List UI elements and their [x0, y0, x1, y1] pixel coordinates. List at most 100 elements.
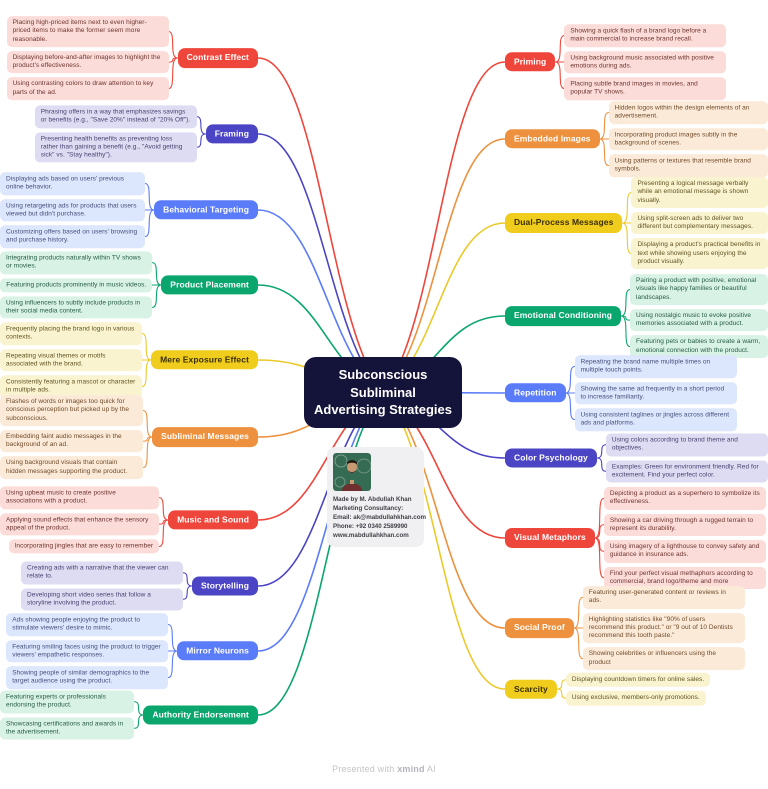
subtopic-product-placement-1[interactable]: Integrating products naturally within TV…	[0, 251, 153, 274]
connector	[182, 585, 193, 600]
subtopic-repetition-1[interactable]: Repeating the brand name multiple times …	[574, 355, 737, 378]
author-card-line: Made by M. Abdullah Khan	[333, 496, 412, 503]
subtopic-visual-metaphors-4[interactable]: Find your perfect visual methaphors acco…	[603, 566, 766, 589]
topic-priming[interactable]: Priming	[505, 52, 556, 72]
subtopic-color-psychology-1[interactable]: Using colors according to brand theme an…	[605, 433, 768, 456]
subtopic-mirror-neurons-3[interactable]: Showing people of similar demographics t…	[6, 666, 169, 689]
subtopic-music-and-sound-2[interactable]: Applying sound effects that enhance the …	[0, 512, 160, 536]
subtopic-emotional-conditioning-2[interactable]: Using nostalgic music to evoke positive …	[630, 308, 768, 332]
subtopic-music-and-sound-1[interactable]: Using upbeat music to create positive as…	[0, 486, 160, 509]
author-photo	[333, 453, 371, 491]
topic-mere-exposure-effect[interactable]: Mere Exposure Effect	[151, 350, 258, 370]
topic-dual-process-messages[interactable]: Dual-Process Messages	[505, 213, 623, 233]
topic-authority-endorsement[interactable]: Authority Endorsement	[143, 705, 258, 725]
topic-color-psychology[interactable]: Color Psychology	[505, 448, 597, 468]
leafstack-mere-exposure-effect: Frequently placing the brand logo in var…	[0, 322, 143, 398]
subtopic-dual-process-messages-1[interactable]: Presenting a logical message verbally wh…	[631, 177, 768, 208]
connector	[565, 365, 576, 394]
subtopic-authority-endorsement-1[interactable]: Featuring experts or professionals endor…	[0, 690, 135, 713]
subtopic-product-placement-3[interactable]: Using influencers to subtly include prod…	[0, 296, 153, 319]
subtopic-emotional-conditioning-1[interactable]: Pairing a product with positive, emotion…	[630, 274, 768, 305]
subtopic-subliminal-messages-1[interactable]: Flashes of words or images too quick for…	[0, 395, 144, 426]
topic-product-placement[interactable]: Product Placement	[161, 275, 258, 295]
branch-framing: Phrasing offers in a way that emphasizes…	[34, 105, 258, 163]
branch-music-and-sound: Using upbeat music to create positive as…	[0, 486, 258, 554]
topic-subliminal-messages[interactable]: Subliminal Messages	[152, 427, 258, 447]
subtopic-embedded-images-1[interactable]: Hidden logos within the design elements …	[608, 101, 768, 124]
subtopic-music-and-sound-3[interactable]: Incorporating jingles that are easy to r…	[8, 539, 160, 554]
subtopic-priming-2[interactable]: Using background music associated with p…	[564, 50, 727, 74]
subtopic-mere-exposure-effect-2[interactable]: Repeating visual themes or motifs associ…	[0, 348, 143, 372]
leafstack-priming: Showing a quick flash of a brand logo be…	[564, 24, 727, 100]
topic-repetition[interactable]: Repetition	[505, 383, 566, 403]
subtopic-contrast-effect-1[interactable]: Placing high-priced items next to even h…	[6, 16, 169, 47]
central-topic[interactable]: Subconscious Subliminal Advertising Stra…	[304, 357, 462, 428]
connector	[382, 61, 506, 394]
subtopic-behavioral-targeting-3[interactable]: Customizing offers based on users' brows…	[0, 225, 146, 248]
subtopic-dual-process-messages-2[interactable]: Using split-screen ads to deliver two di…	[631, 211, 768, 235]
subtopic-subliminal-messages-3[interactable]: Using background visuals that contain hi…	[0, 456, 144, 479]
branch-social-proof: Social Proof Featuring user-generated con…	[505, 586, 745, 670]
subtopic-storytelling-2[interactable]: Developing short video series that follo…	[21, 588, 184, 611]
subtopic-authority-endorsement-2[interactable]: Showcasing certifications and awards in …	[0, 717, 135, 740]
connector	[151, 284, 162, 308]
subtopic-color-psychology-2[interactable]: Examples: Green for environment friendly…	[605, 460, 768, 483]
subtopic-dual-process-messages-3[interactable]: Displaying a product's practical benefit…	[631, 238, 768, 269]
connector	[144, 182, 155, 211]
topic-behavioral-targeting[interactable]: Behavioral Targeting	[154, 200, 258, 220]
subtopic-visual-metaphors-3[interactable]: Using imagery of a lighthouse to convey …	[603, 540, 766, 563]
topic-music-and-sound[interactable]: Music and Sound	[168, 510, 258, 530]
leafstack-social-proof: Featuring user-generated content or revi…	[582, 586, 745, 670]
topic-contrast-effect[interactable]: Contrast Effect	[177, 48, 258, 68]
subtopic-emotional-conditioning-3[interactable]: Featuring pets or babies to create a war…	[630, 335, 768, 358]
subtopic-product-placement-2[interactable]: Featuring products prominently in music …	[0, 277, 153, 293]
subtopic-behavioral-targeting-2[interactable]: Using retargeting ads for products that …	[0, 198, 146, 222]
subtopic-mirror-neurons-1[interactable]: Ads showing people enjoying the product …	[6, 613, 169, 636]
connector	[621, 222, 632, 255]
topic-emotional-conditioning[interactable]: Emotional Conditioning	[505, 306, 622, 326]
subtopic-embedded-images-3[interactable]: Using patterns or textures that resemble…	[608, 154, 768, 177]
subtopic-visual-metaphors-2[interactable]: Showing a car driving through a rugged t…	[603, 513, 766, 536]
subtopic-scarcity-1[interactable]: Displaying countdown timers for online s…	[565, 672, 711, 687]
subtopic-framing-2[interactable]: Presenting health benefits as preventing…	[34, 131, 197, 163]
leafstack-music-and-sound: Using upbeat music to create positive as…	[0, 486, 160, 554]
subtopic-repetition-3[interactable]: Using consistent taglines or jingles acr…	[574, 408, 737, 431]
subtopic-social-proof-2[interactable]: Highlighting statistics like "90% of use…	[582, 612, 745, 644]
topic-social-proof[interactable]: Social Proof	[505, 618, 574, 638]
connector	[556, 688, 567, 699]
subtopic-behavioral-targeting-1[interactable]: Displaying ads based on users' previous …	[0, 172, 146, 195]
branch-priming: Priming Showing a quick flash of a brand …	[505, 24, 727, 100]
subtopic-contrast-effect-3[interactable]: Using contrasting colors to draw attenti…	[6, 77, 169, 100]
leafstack-embedded-images: Hidden logos within the design elements …	[608, 101, 768, 177]
branch-mirror-neurons: Ads showing people enjoying the product …	[6, 613, 258, 689]
subtopic-priming-1[interactable]: Showing a quick flash of a brand logo be…	[564, 24, 727, 47]
subtopic-subliminal-messages-2[interactable]: Embedding faint audio messages in the ba…	[0, 429, 144, 453]
topic-storytelling[interactable]: Storytelling	[192, 576, 258, 596]
subtopic-framing-1[interactable]: Phrasing offers in a way that emphasizes…	[34, 105, 197, 128]
topic-mirror-neurons[interactable]: Mirror Neurons	[177, 641, 258, 661]
subtopic-social-proof-1[interactable]: Featuring user-generated content or revi…	[582, 586, 745, 609]
subtopic-mere-exposure-effect-1[interactable]: Frequently placing the brand logo in var…	[0, 322, 143, 345]
subtopic-mere-exposure-effect-3[interactable]: Consistently featuring a mascot or chara…	[0, 375, 143, 398]
subtopic-storytelling-1[interactable]: Creating ads with a narrative that the v…	[21, 561, 184, 584]
topic-scarcity[interactable]: Scarcity	[505, 679, 557, 699]
subtopic-visual-metaphors-1[interactable]: Depicting a product as a superhero to sy…	[603, 487, 766, 510]
subtopic-mirror-neurons-2[interactable]: Featuring smiling faces using the produc…	[6, 639, 169, 663]
subtopic-repetition-2[interactable]: Showing the same ad frequently in a shor…	[574, 381, 737, 405]
connector	[594, 497, 605, 539]
connector	[594, 524, 605, 539]
author-card-line: Phone: +92 0340 2589990	[333, 522, 408, 530]
xmind-watermark: Presented with xmind AI	[0, 764, 768, 774]
topic-framing[interactable]: Framing	[205, 124, 258, 144]
subtopic-social-proof-3[interactable]: Showing celebrities or influencers using…	[582, 647, 745, 670]
connector	[133, 714, 144, 729]
connector	[141, 332, 152, 361]
subtopic-scarcity-2[interactable]: Using exclusive, members-only promotions…	[565, 691, 706, 706]
topic-embedded-images[interactable]: Embedded Images	[505, 129, 600, 149]
connector	[133, 701, 144, 716]
subtopic-contrast-effect-2[interactable]: Displaying before-and-after images to hi…	[6, 50, 169, 74]
subtopic-priming-3[interactable]: Placing subtle brand images in movies, a…	[564, 77, 727, 100]
topic-visual-metaphors[interactable]: Visual Metaphors	[505, 528, 595, 548]
connector	[196, 133, 207, 148]
subtopic-embedded-images-2[interactable]: Incorporating product images subtly in t…	[608, 127, 768, 151]
